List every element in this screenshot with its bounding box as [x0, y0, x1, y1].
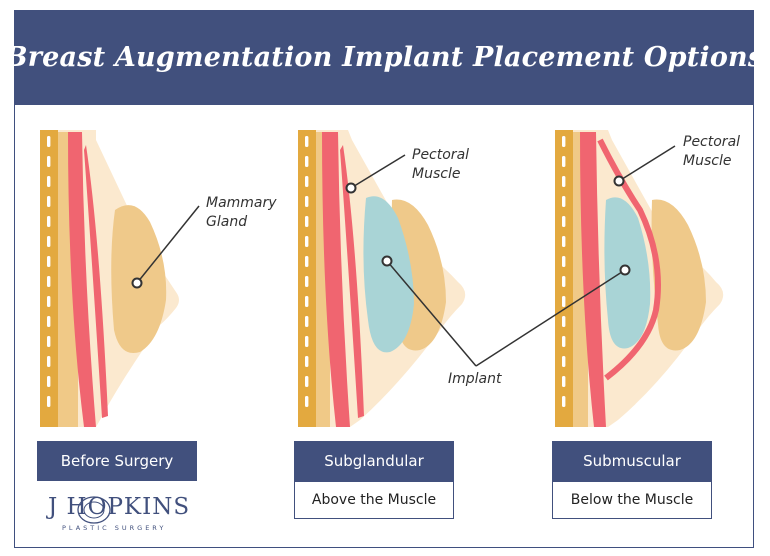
mammary-gland-pointer: [136, 205, 200, 284]
muscle-layer: [322, 132, 350, 427]
subglandular-diagram: [298, 130, 477, 427]
subglandular-caption: Subglandular: [294, 441, 454, 481]
pectoral-dot: [613, 175, 625, 187]
rib-marks: [47, 136, 51, 407]
muscle-layer: [580, 132, 606, 427]
pectoral-muscle-label-2: Pectoral Muscle: [683, 134, 741, 169]
implant-pointer-left: [386, 260, 477, 367]
breast-gland: [651, 199, 706, 351]
muscle-layer-thin: [84, 145, 108, 418]
mammary-gland-dot: [131, 277, 143, 289]
mammary-gland-label: Mammary Gland: [206, 195, 277, 230]
before-surgery-caption: Before Surgery: [37, 441, 197, 481]
rib-marks: [305, 136, 309, 407]
implant-pointer-right: [475, 269, 626, 367]
implant-dot-right: [619, 264, 631, 276]
title-banner: Breast Augmentation Implant Placement Op…: [5, 10, 763, 105]
submuscular-caption: Submuscular: [552, 441, 712, 481]
muscle-layer: [68, 132, 96, 427]
logo-mark: [77, 496, 111, 524]
implant-label: Implant: [448, 371, 502, 387]
pectoral-dot: [345, 182, 357, 194]
pectoral-pointer: [350, 154, 406, 189]
pectoral-pointer: [618, 145, 676, 182]
implant-dot-left: [381, 255, 393, 267]
logo-subtext: PLASTIC SURGERY: [62, 524, 167, 532]
page-title: Breast Augmentation Implant Placement Op…: [4, 42, 764, 73]
logo-text: J HOPKINS: [48, 494, 191, 520]
pectoral-muscle-label-1: Pectoral Muscle: [412, 147, 470, 182]
pectoral-muscle: [340, 145, 364, 418]
submuscular-diagram: [475, 130, 724, 427]
submuscular-subcaption: Below the Muscle: [552, 481, 712, 519]
before-surgery-diagram: [40, 130, 200, 427]
rib-marks: [562, 136, 566, 407]
implant: [363, 196, 414, 353]
logo: J HOPKINS PLASTIC SURGERY: [36, 492, 189, 544]
subglandular-subcaption: Above the Muscle: [294, 481, 454, 519]
